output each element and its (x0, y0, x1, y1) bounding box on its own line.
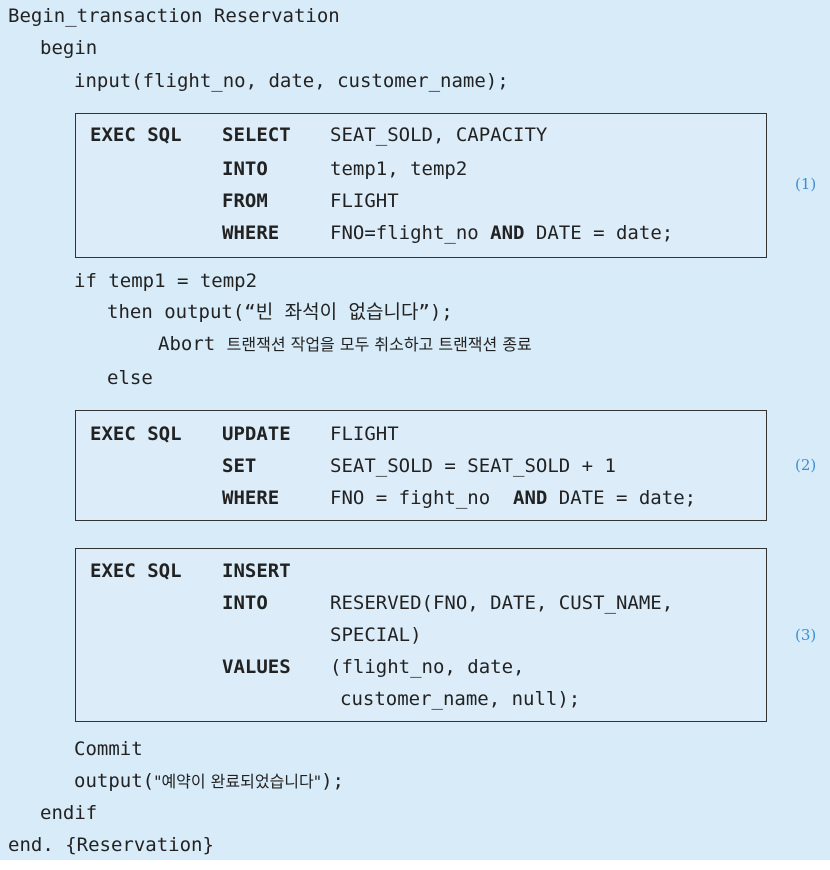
where-clause: FNO = fight_no AND DATE = date; (330, 487, 697, 509)
sql-select-block: EXEC SQL SELECT SEAT_SOLD, CAPACITY INTO… (75, 113, 767, 258)
exec-sql-keyword: EXEC SQL (90, 423, 182, 445)
where-keyword: WHERE (222, 222, 280, 244)
values-line1: (flight_no, date, (330, 656, 525, 678)
end-line: end. {Reservation} (8, 834, 214, 856)
output-complete-line: output("예약이 완료되었습니다"); (74, 770, 344, 792)
commit-line: Commit (74, 738, 143, 760)
set-expression: SEAT_SOLD = SEAT_SOLD + 1 (330, 455, 616, 477)
set-keyword: SET (222, 455, 257, 477)
where-clause: FNO=flight_no AND DATE = date; (330, 222, 674, 244)
where-keyword: WHERE (222, 487, 280, 509)
exec-sql-keyword: EXEC SQL (90, 560, 182, 582)
insert-keyword: INSERT (222, 560, 291, 582)
into-keyword: INTO (222, 592, 268, 614)
values-keyword: VALUES (222, 656, 291, 678)
from-table: FLIGHT (330, 190, 399, 212)
then-output-line: then output(“빈 좌석이 없습니다”); (107, 301, 453, 323)
into-target-line1: RESERVED(FNO, DATE, CUST_NAME, (330, 592, 674, 614)
input-line: input(flight_no, date, customer_name); (74, 70, 509, 92)
block-label-2: (2) (795, 456, 817, 474)
update-table: FLIGHT (330, 423, 399, 445)
endif-line: endif (40, 802, 98, 824)
from-keyword: FROM (222, 190, 268, 212)
into-keyword: INTO (222, 158, 268, 180)
abort-line: Abort 트랜잭션 작업을 모두 취소하고 트랜잭션 종료 (158, 333, 532, 355)
block-label-3: (3) (795, 626, 817, 644)
into-variables: temp1, temp2 (330, 158, 468, 180)
select-columns: SEAT_SOLD, CAPACITY (330, 124, 548, 146)
else-line: else (107, 367, 153, 389)
block-label-1: (1) (795, 175, 817, 193)
select-keyword: SELECT (222, 124, 291, 146)
begin-transaction-line: Begin_transaction Reservation (8, 5, 340, 27)
sql-insert-block: EXEC SQL INSERT INTO RESERVED(FNO, DATE,… (75, 548, 767, 722)
values-line2: customer_name, null); (340, 688, 581, 710)
sql-update-block: EXEC SQL UPDATE FLIGHT SET SEAT_SOLD = S… (75, 410, 767, 521)
begin-line: begin (40, 37, 98, 59)
into-target-line2: SPECIAL) (330, 624, 422, 646)
update-keyword: UPDATE (222, 423, 291, 445)
exec-sql-keyword: EXEC SQL (90, 124, 182, 146)
if-line: if temp1 = temp2 (74, 270, 258, 292)
